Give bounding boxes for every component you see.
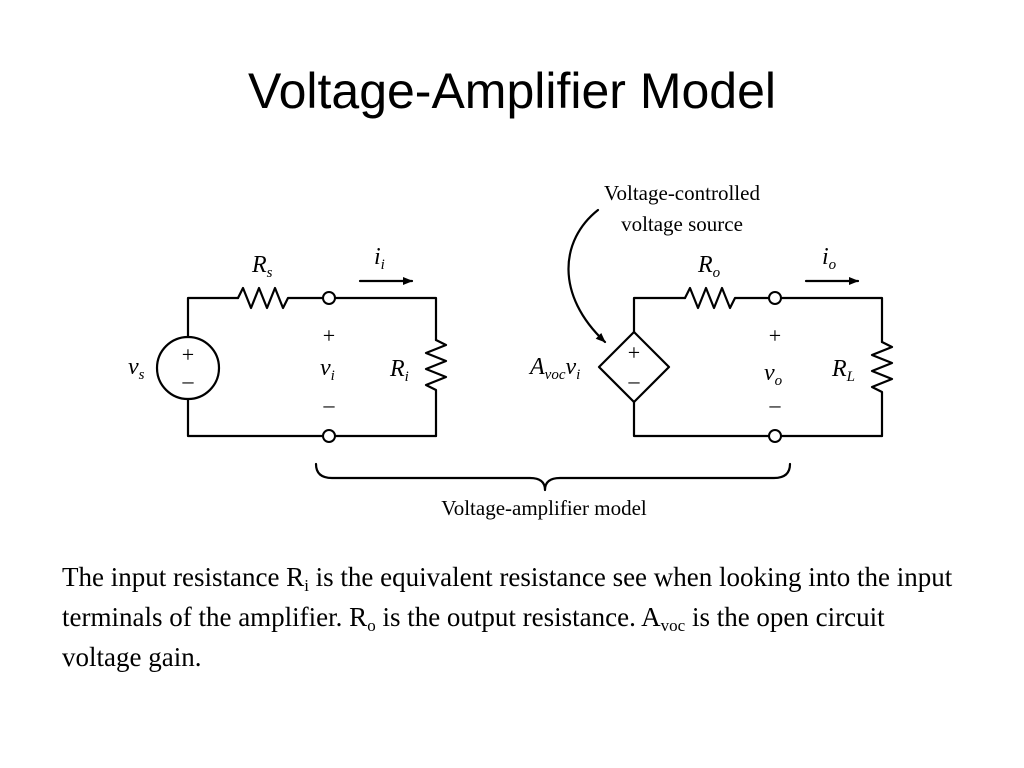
label-rl: RL: [831, 356, 855, 385]
input-circuit: [155, 277, 448, 443]
caption-avoc-subscript: voc: [660, 616, 686, 635]
source-plus-sign: +: [182, 342, 194, 367]
source-minus-sign: –: [182, 368, 195, 393]
input-terminal-bottom: [322, 429, 336, 443]
caption-ro-subscript: o: [367, 616, 376, 635]
label-vs: vs: [128, 354, 145, 383]
callout-label-line1: Voltage-controlled: [604, 181, 760, 205]
caption-part-2: is the equivalent resistance see when lo…: [62, 562, 953, 632]
vo-minus-sign: –: [769, 392, 782, 417]
voltage-source-vs: [155, 335, 221, 401]
label-vi: vi: [320, 355, 335, 384]
input-bottom-wire: [186, 397, 438, 438]
input-terminal-top: [322, 291, 336, 305]
resistor-rs: [236, 286, 325, 310]
caption-part-4: is the open circuit voltage gain.: [62, 602, 885, 672]
label-rs: Rs: [251, 252, 273, 281]
output-left-wire: [632, 296, 687, 334]
output-circuit: [597, 277, 894, 443]
brace-label: Voltage-amplifier model: [441, 496, 647, 520]
callout-label-line2: voltage source: [621, 212, 743, 236]
output-right-wire: [779, 296, 884, 344]
input-left-wire: [186, 296, 240, 339]
input-right-wire: [333, 296, 438, 342]
label-io: io: [822, 244, 837, 273]
resistor-rl: [870, 340, 894, 438]
callout-arrow: [567, 208, 607, 344]
caption-ri-subscript: i: [304, 576, 309, 595]
label-gain: Avocvi: [528, 354, 580, 383]
model-brace: [314, 462, 792, 492]
dependent-voltage-source: [597, 330, 671, 404]
output-bottom-wire: [632, 400, 884, 438]
resistor-ri: [424, 338, 448, 438]
label-ri: Ri: [389, 356, 409, 385]
label-ii: ii: [374, 244, 385, 273]
caption-part-3: is the output resistance. A: [375, 602, 661, 632]
label-ro: Ro: [697, 252, 721, 281]
dep-source-plus-sign: +: [628, 340, 640, 365]
dep-source-minus-sign: –: [628, 368, 641, 393]
label-vo: vo: [764, 360, 783, 389]
output-terminal-bottom: [768, 429, 782, 443]
vo-plus-sign: +: [769, 323, 781, 348]
slide-title: Voltage-Amplifier Model: [247, 63, 777, 119]
caption-part-1: The input resistance R: [62, 562, 305, 592]
vi-minus-sign: –: [323, 392, 336, 417]
output-terminal-top: [768, 291, 782, 305]
vi-plus-sign: +: [323, 323, 335, 348]
resistor-ro: [683, 286, 771, 310]
explanation-paragraph: The input resistance Ri is the equivalen…: [62, 557, 962, 677]
